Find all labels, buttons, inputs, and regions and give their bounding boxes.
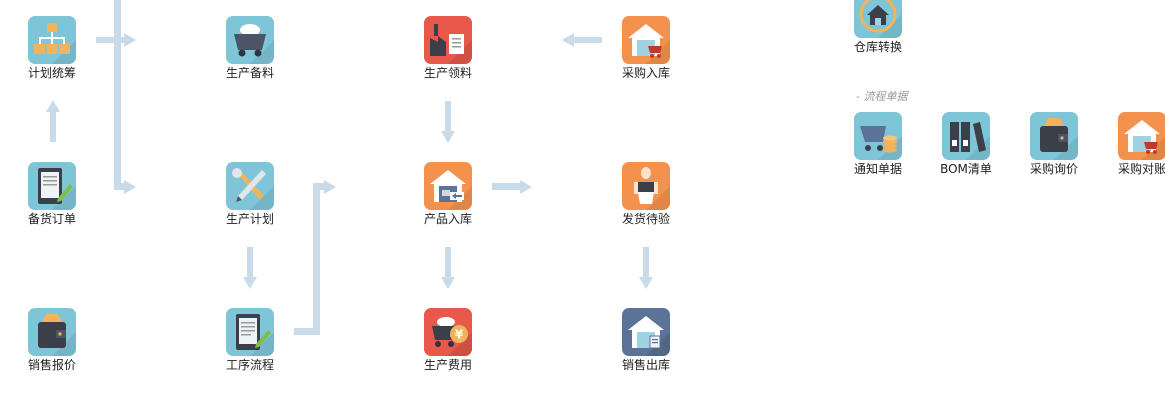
node-label: 生产领料 — [423, 66, 472, 80]
tools-icon — [226, 162, 274, 210]
node-label: 工序流程 — [225, 358, 274, 372]
node-label: 采购询价 — [1029, 162, 1078, 176]
org-chart-icon — [28, 16, 76, 64]
side-bom-list[interactable]: BOM清单 — [926, 112, 1006, 176]
document-pen-icon — [226, 308, 274, 356]
yen-cart-icon: ¥ — [424, 308, 472, 356]
node-label: 生产费用 — [423, 358, 472, 372]
node-label: 计划统筹 — [27, 66, 76, 80]
factory-icon — [424, 16, 472, 64]
flow-node-purchase-in[interactable]: 采购入库 — [606, 16, 686, 80]
node-label: 发货待验 — [621, 212, 670, 226]
svg-text:¥: ¥ — [455, 328, 464, 342]
node-label: 销售报价 — [27, 358, 76, 372]
wallet-icon — [1030, 112, 1078, 160]
flow-node-plan[interactable]: 计划统筹 — [12, 16, 92, 80]
warehouse-transfer-icon — [424, 162, 472, 210]
wallet-icon — [28, 308, 76, 356]
flow-node-product-in[interactable]: 产品入库 — [408, 162, 488, 226]
person-box-icon — [622, 162, 670, 210]
node-label: BOM清单 — [940, 162, 992, 176]
warehouse-doc-icon — [622, 308, 670, 356]
side-notice-docs[interactable]: 通知单据 — [838, 112, 918, 176]
flow-node-prep[interactable]: 生产备料 — [210, 16, 290, 80]
warehouse-cart-icon — [1118, 112, 1165, 160]
node-label: 仓库转换 — [853, 40, 902, 54]
flow-node-process[interactable]: 工序流程 — [210, 308, 290, 372]
node-label: 采购入库 — [621, 66, 670, 80]
flow-node-prod-plan[interactable]: 生产计划 — [210, 162, 290, 226]
side-purchase-inquiry[interactable]: 采购询价 — [1014, 112, 1094, 176]
node-label: 生产备料 — [225, 66, 274, 80]
flow-node-prod-cost[interactable]: ¥ 生产费用 — [408, 308, 488, 372]
section-title: - 流程单据 — [856, 90, 908, 103]
home-circle-icon — [854, 0, 902, 38]
flow-node-sales-quote[interactable]: 销售报价 — [12, 308, 92, 372]
node-label: 销售出库 — [621, 358, 670, 372]
node-label: 通知单据 — [853, 162, 902, 176]
node-label: 备货订单 — [27, 212, 76, 226]
binders-icon — [942, 112, 990, 160]
side-warehouse-transfer[interactable]: 仓库转换 — [838, 0, 918, 54]
tablet-pen-icon — [28, 162, 76, 210]
flow-node-ship-check[interactable]: 发货待验 — [606, 162, 686, 226]
flow-node-stock-order[interactable]: 备货订单 — [12, 162, 92, 226]
flow-node-sales-out[interactable]: 销售出库 — [606, 308, 686, 372]
coin-cart-icon — [854, 112, 902, 160]
node-label: 采购对账 — [1117, 162, 1165, 176]
warehouse-cart-icon — [622, 16, 670, 64]
node-label: 产品入库 — [423, 212, 472, 226]
node-label: 生产计划 — [225, 212, 274, 226]
mine-cart-icon — [226, 16, 274, 64]
flow-node-pick[interactable]: 生产领料 — [408, 16, 488, 80]
side-purchase-reconcile[interactable]: 采购对账 — [1102, 112, 1165, 176]
